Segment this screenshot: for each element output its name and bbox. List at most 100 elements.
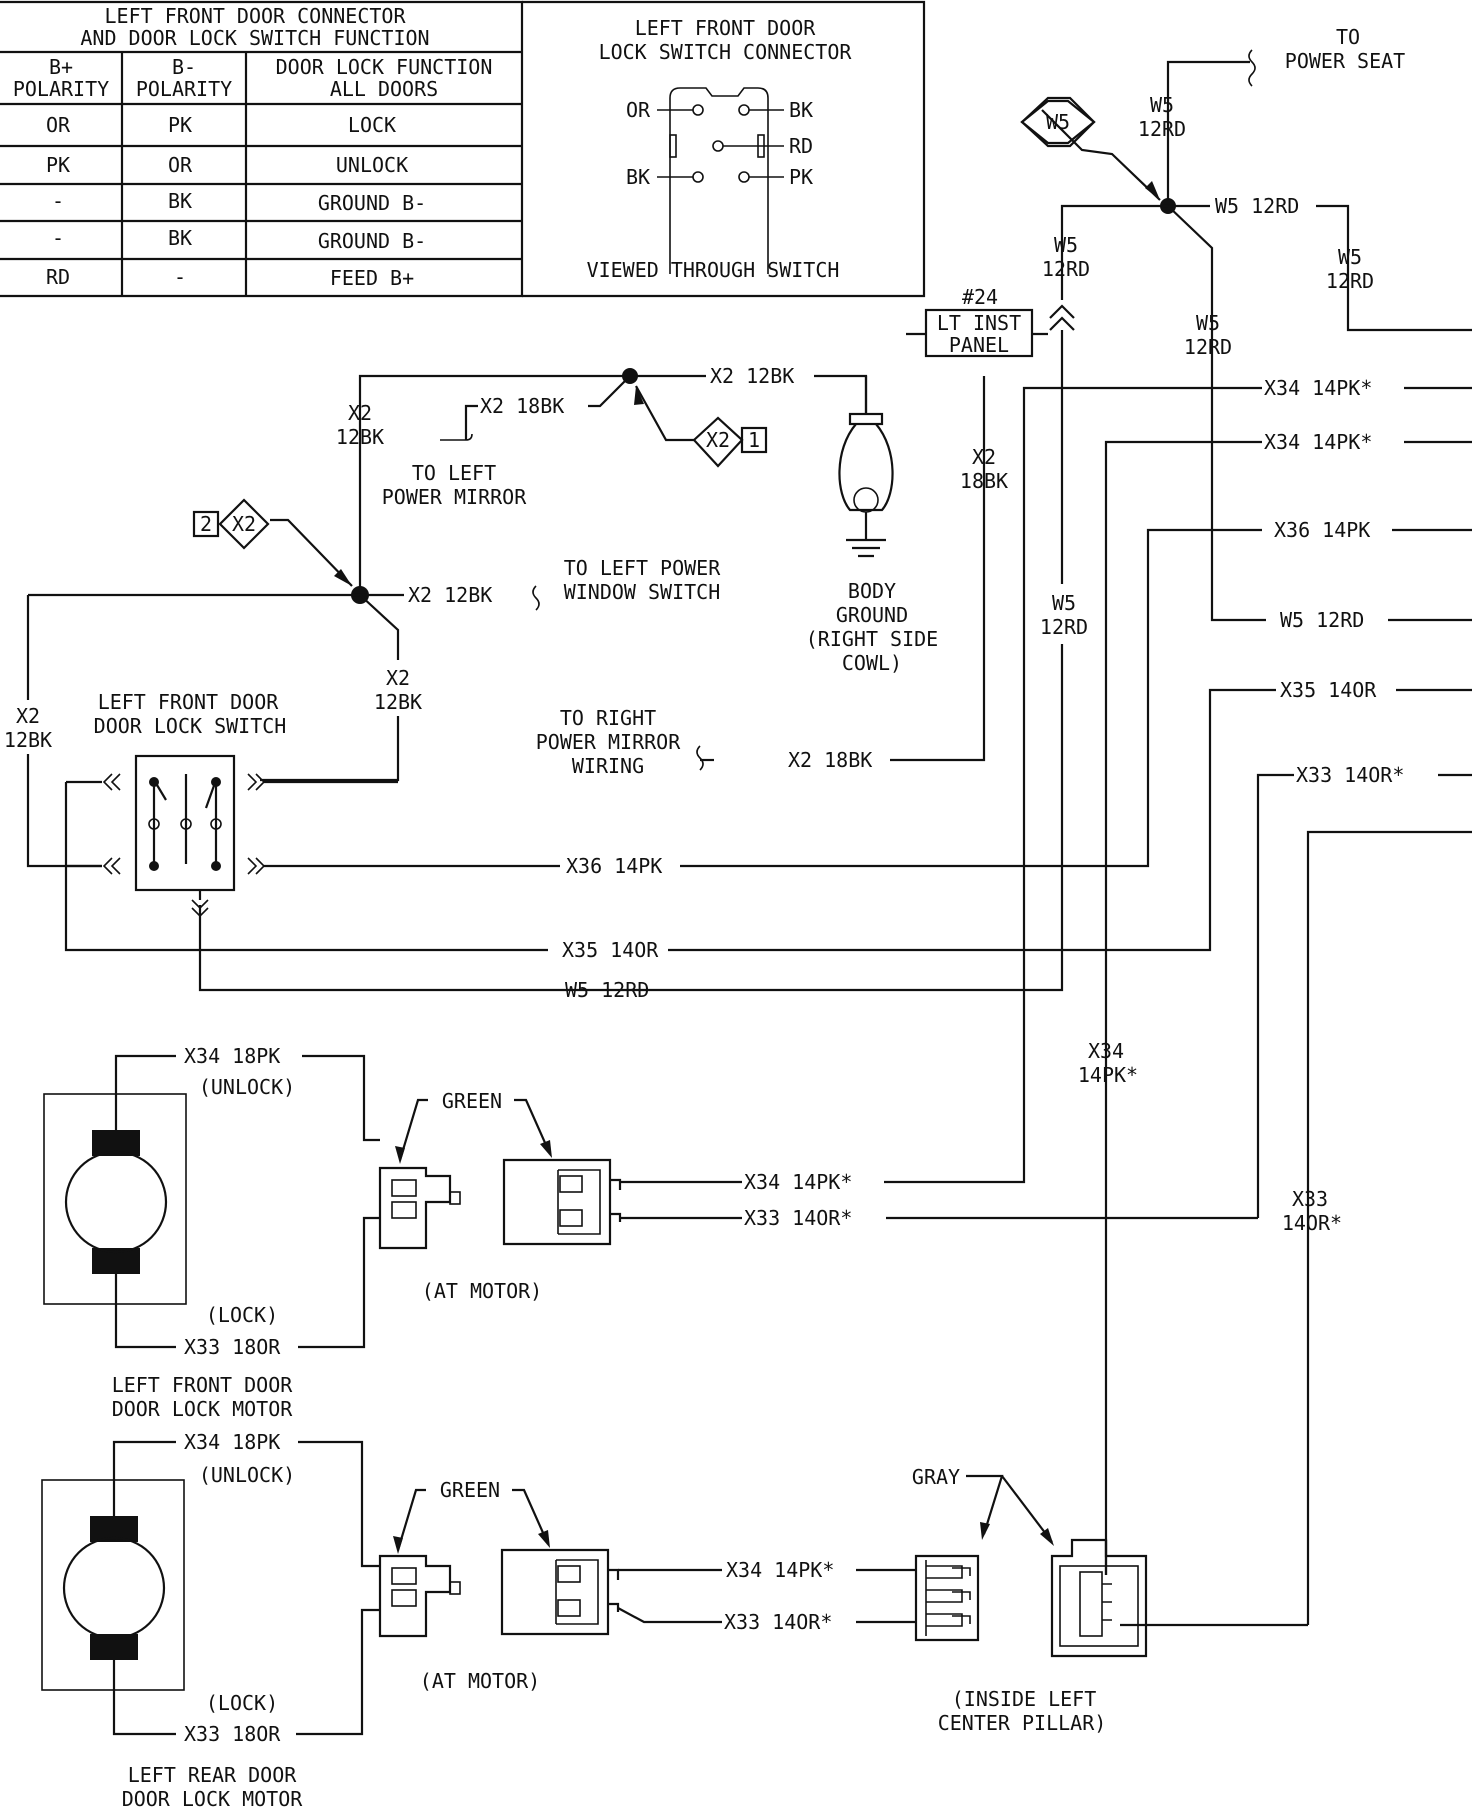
wire-label-x2-12bk: X2 12BK [710, 364, 794, 388]
table-cell-b-minus: PK [168, 113, 192, 137]
table-head-b-plus-1: B+ [49, 55, 73, 79]
body-ground: BODY GROUND (RIGHT SIDE COWL) [806, 376, 938, 675]
table-title-line1: LEFT FRONT DOOR CONNECTOR [104, 4, 406, 28]
wire-label-x35-14or-lower: X35 14OR [562, 938, 659, 962]
table-head-function-2: ALL DOORS [330, 77, 438, 101]
w5-feed-circuit: TO POWER SEAT W5 W5 12RD W5 12RD W5 12RD… [198, 25, 1472, 1002]
right-mirror-label-3: WIRING [572, 754, 644, 778]
wire-label-w5-12rd: W5 [1150, 93, 1174, 117]
wire-label-w5-down: W5 [1052, 591, 1076, 615]
right-mirror-label-1: TO RIGHT [560, 706, 656, 730]
lf-at-motor-label: (AT MOTOR) [422, 1279, 542, 1303]
wire-label-x35-14or: X35 14OR [1280, 678, 1377, 702]
lf-switch-label-1: LEFT FRONT DOOR [98, 690, 280, 714]
switch-connector-view: LEFT FRONT DOOR LOCK SWITCH CONNECTOR OR… [522, 0, 926, 298]
switch-connector-title-2: LOCK SWITCH CONNECTOR [599, 40, 853, 64]
wire-label-x36-14pk: X36 14PK [1274, 518, 1370, 542]
x2-badge-num-1: 1 [748, 428, 760, 452]
table-cell-b-plus: - [52, 189, 64, 213]
table-cell-b-minus: OR [168, 153, 193, 177]
lf-green-label: GREEN [442, 1089, 502, 1113]
wire-label-w5-12rd-lower: W5 12RD [1280, 608, 1364, 632]
left-mirror-label-1: TO LEFT [412, 461, 496, 485]
table-cell-function: UNLOCK [336, 153, 408, 177]
door-lock-switch: LEFT FRONT DOOR DOOR LOCK SWITCH [66, 690, 560, 918]
body-ground-line2: GROUND [836, 603, 908, 627]
wire-label-x34-stack-b: 14PK* [1078, 1063, 1138, 1087]
lf-motor-x34-label: X34 18PK [184, 1044, 280, 1068]
pin-label-bk-top: BK [789, 98, 813, 122]
wire-label-w5-mid: W5 [1196, 311, 1220, 335]
wire-label-w5-down-b: 12RD [1040, 615, 1088, 639]
left-mirror-label-2: POWER MIRROR [382, 485, 527, 509]
wire-label-w5-left: W5 [1054, 233, 1078, 257]
table-cell-b-plus: - [52, 226, 64, 250]
x2-badge-text-b: X2 [232, 512, 256, 536]
table-cell-function: GROUND B- [318, 191, 426, 215]
switch-connector-caption: VIEWED THROUGH SWITCH [587, 258, 840, 282]
lr-motor-name-1: LEFT REAR DOOR [128, 1763, 298, 1787]
lf-motor-x33-label: X33 18OR [184, 1335, 281, 1359]
inst-panel-connector: #24 LT INST PANEL [906, 285, 1048, 358]
x2-badge-num-2: 2 [200, 512, 212, 536]
wire-label-x2-12bk-left: X2 [16, 704, 40, 728]
table-cell-b-minus: BK [168, 226, 192, 250]
body-ground-line3: (RIGHT SIDE [806, 627, 938, 651]
lf-switch-label-2: DOOR LOCK SWITCH [94, 714, 287, 738]
switch-connector-title-1: LEFT FRONT DOOR [635, 16, 817, 40]
table-title-line2: AND DOOR LOCK SWITCH FUNCTION [80, 26, 429, 50]
table-cell-b-plus: OR [46, 113, 71, 137]
lf-conn-x33-label: X33 14OR* [744, 1206, 852, 1230]
wire-label-w5-12rd-b: 12RD [1138, 117, 1186, 141]
wire-label-w5-12rd-horiz: W5 12RD [1215, 194, 1299, 218]
table-row: - BK GROUND B- [52, 189, 426, 215]
left-window-label-2: WINDOW SWITCH [564, 580, 721, 604]
wire-label-x2-18bk-lower: X2 18BK [788, 748, 872, 772]
wire-label-w5-right-b: 12RD [1326, 269, 1374, 293]
pin-label-rd: RD [789, 134, 813, 158]
x2-badge-text-a: X2 [706, 428, 730, 452]
pillar-label-1: (INSIDE LEFT [952, 1687, 1097, 1711]
wire-label-x2-12bk-stack-b: 12BK [336, 425, 384, 449]
table-cell-function: LOCK [348, 113, 396, 137]
wire-label-x36-14pk-lower: X36 14PK [566, 854, 662, 878]
wire-label-x2-12bk-junction: X2 12BK [408, 583, 492, 607]
table-cell-b-minus: BK [168, 189, 192, 213]
wire-label-x2-18bk: X2 18BK [480, 394, 564, 418]
table-head-b-minus-2: POLARITY [136, 77, 232, 101]
table-row: PK OR UNLOCK [46, 153, 408, 177]
left-window-label-1: TO LEFT POWER [564, 556, 721, 580]
wire-label-x33-14or-a: X33 14OR* [1296, 763, 1404, 787]
lr-motor-connector: GREEN X34 14PK* X33 14OR* (AT MOTOR) [378, 1478, 916, 1693]
lf-motor-lock-label: (LOCK) [206, 1303, 278, 1327]
lr-motor-unlock-label: (UNLOCK) [199, 1463, 295, 1487]
wire-label-x2-12bk-down-b: 12BK [374, 690, 422, 714]
lr-motor-x33-label: X33 18OR [184, 1722, 281, 1746]
body-ground-line1: BODY [848, 579, 896, 603]
body-ground-line4: COWL) [842, 651, 902, 675]
lr-motor-lock-label: (LOCK) [206, 1691, 278, 1715]
lr-door-lock-motor: X34 18PK (UNLOCK) (LOCK) X33 18OR LEFT R… [41, 1430, 380, 1811]
inst-panel-line2: PANEL [949, 333, 1009, 357]
wire-label-w5-bottom: W5 12RD [565, 978, 649, 1002]
power-seat-label-2: POWER SEAT [1285, 49, 1405, 73]
table-head-b-plus-2: POLARITY [13, 77, 109, 101]
lr-conn-x33-label: X33 14OR* [724, 1610, 832, 1634]
lf-motor-unlock-label: (UNLOCK) [199, 1075, 295, 1099]
table-head-b-minus-1: B- [172, 55, 196, 79]
pin-label-or: OR [626, 98, 651, 122]
table-cell-b-minus: - [174, 265, 186, 289]
table-row: RD - FEED B+ [46, 265, 414, 290]
wire-label-x2-12bk-left-b: 12BK [4, 728, 52, 752]
lf-motor-name-1: LEFT FRONT DOOR [112, 1373, 294, 1397]
pillar-connector: GRAY (INSIDE LEFT CENTER PILLAR) [912, 1465, 1308, 1735]
table-cell-function: GROUND B- [318, 229, 426, 253]
lr-motor-name-2: DOOR LOCK MOTOR [122, 1787, 304, 1811]
wire-label-w5-left-b: 12RD [1042, 257, 1090, 281]
lr-green-label: GREEN [440, 1478, 500, 1502]
inst-panel-number: #24 [962, 285, 998, 309]
wire-label-x2-12bk-down: X2 [386, 666, 410, 690]
lf-motor-connector: GREEN X34 14PK* X33 14OR* (AT MOTOR) [378, 1089, 1258, 1303]
lr-motor-x34-label: X34 18PK [184, 1430, 280, 1454]
